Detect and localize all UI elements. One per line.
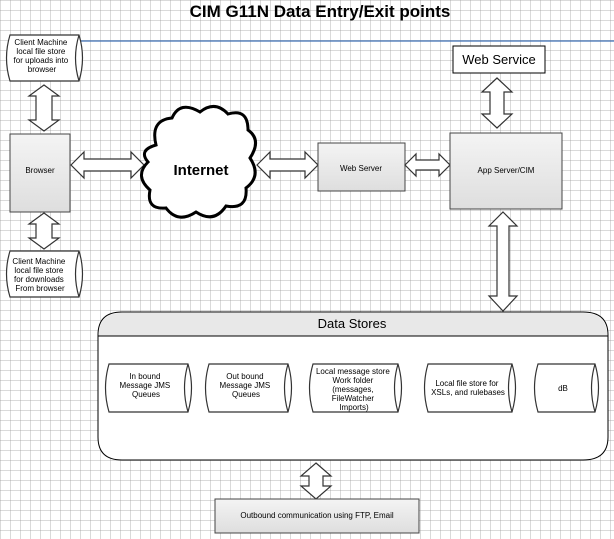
web-service-box[interactable]: Web Service <box>452 45 546 74</box>
client-upload-line-4: browser <box>28 65 57 74</box>
outbound-queue[interactable]: Out bound Message JMS Queues <box>204 363 293 413</box>
page-title: CIM G11N Data Entry/Exit points <box>190 2 451 21</box>
message-store-line-3: (messages, <box>332 385 373 394</box>
web-service-label: Web Service <box>462 52 535 67</box>
client-upload-line-1: Client Machine <box>14 38 67 47</box>
client-download-line-2: local file store <box>14 266 63 275</box>
web-server-box[interactable]: Web Server <box>317 142 406 192</box>
file-store-line-2: XSLs, and rulebases <box>431 388 505 397</box>
browser-label: Browser <box>25 166 55 175</box>
message-store-line-2: Work folder <box>333 376 374 385</box>
svg-text:Out bound Message JMS: Out bound Message JMS Queues <box>220 372 273 399</box>
file-store-line-1: Local file store for <box>435 379 498 388</box>
inbound-line-3: Queues <box>132 390 160 399</box>
webserver-appserver-arrow <box>404 152 451 178</box>
internet-label: Internet <box>173 162 228 179</box>
local-file-store[interactable]: Local file store for XSLs, and rulebases <box>423 363 517 413</box>
outbound-communication-label: Outbound communication using FTP, Email <box>240 511 393 520</box>
inbound-line-2: Message JMS <box>120 381 171 390</box>
message-store-line-5: Imports) <box>339 403 369 412</box>
internet-webserver-arrow <box>256 150 319 180</box>
svg-text:Client Machine local fil: Client Machine local file store for uplo… <box>14 38 71 74</box>
browser-box[interactable]: Browser <box>9 133 71 213</box>
datastores-outbound-arrow <box>299 462 333 500</box>
client-download-line-4: From browser <box>15 284 65 293</box>
inbound-line-1: In bound <box>129 372 160 381</box>
app-server-box[interactable]: App Server/CIM <box>449 132 563 210</box>
webservice-appserver-arrow <box>480 77 514 129</box>
client-upload-line-3: for uploads into <box>14 56 69 65</box>
data-stores-label: Data Stores <box>318 316 387 331</box>
appserver-datastores-arrow <box>487 211 519 312</box>
svg-text:Local file store for XSL: Local file store for XSLs, and rulebases <box>431 379 505 397</box>
outbound-line-2: Message JMS <box>220 381 271 390</box>
outbound-communication-box[interactable]: Outbound communication using FTP, Email <box>214 498 420 534</box>
web-server-label: Web Server <box>340 164 382 173</box>
outbound-line-3: Queues <box>232 390 260 399</box>
message-store-line-4: FileWatcher <box>332 394 375 403</box>
svg-text:Local message store Work: Local message store Work folder (message… <box>316 367 392 412</box>
svg-text:Client Machine local fil: Client Machine local file store for down… <box>12 257 67 293</box>
client-download-line-3: for downloads <box>14 275 64 284</box>
client-download-line-1: Client Machine <box>12 257 65 266</box>
db-label: dB <box>558 384 568 393</box>
db-cylinder[interactable]: dB <box>533 363 600 413</box>
client-download-store[interactable]: Client Machine local file store for down… <box>5 250 84 298</box>
client-upload-store[interactable]: Client Machine local file store for uplo… <box>5 34 84 82</box>
outbound-line-1: Out bound <box>226 372 263 381</box>
app-server-label: App Server/CIM <box>478 166 535 175</box>
inbound-queue[interactable]: In bound Message JMS Queues <box>104 363 193 413</box>
internet-cloud[interactable]: Internet <box>140 105 257 219</box>
message-store-line-1: Local message store <box>316 367 390 376</box>
browser-download-arrow <box>27 212 61 250</box>
svg-text:In bound Message JMS: In bound Message JMS Queues <box>120 372 173 399</box>
client-upload-line-2: local file store <box>16 47 65 56</box>
local-message-store[interactable]: Local message store Work folder (message… <box>308 363 403 413</box>
upload-browser-arrow <box>27 84 61 132</box>
browser-internet-arrow <box>70 150 145 180</box>
